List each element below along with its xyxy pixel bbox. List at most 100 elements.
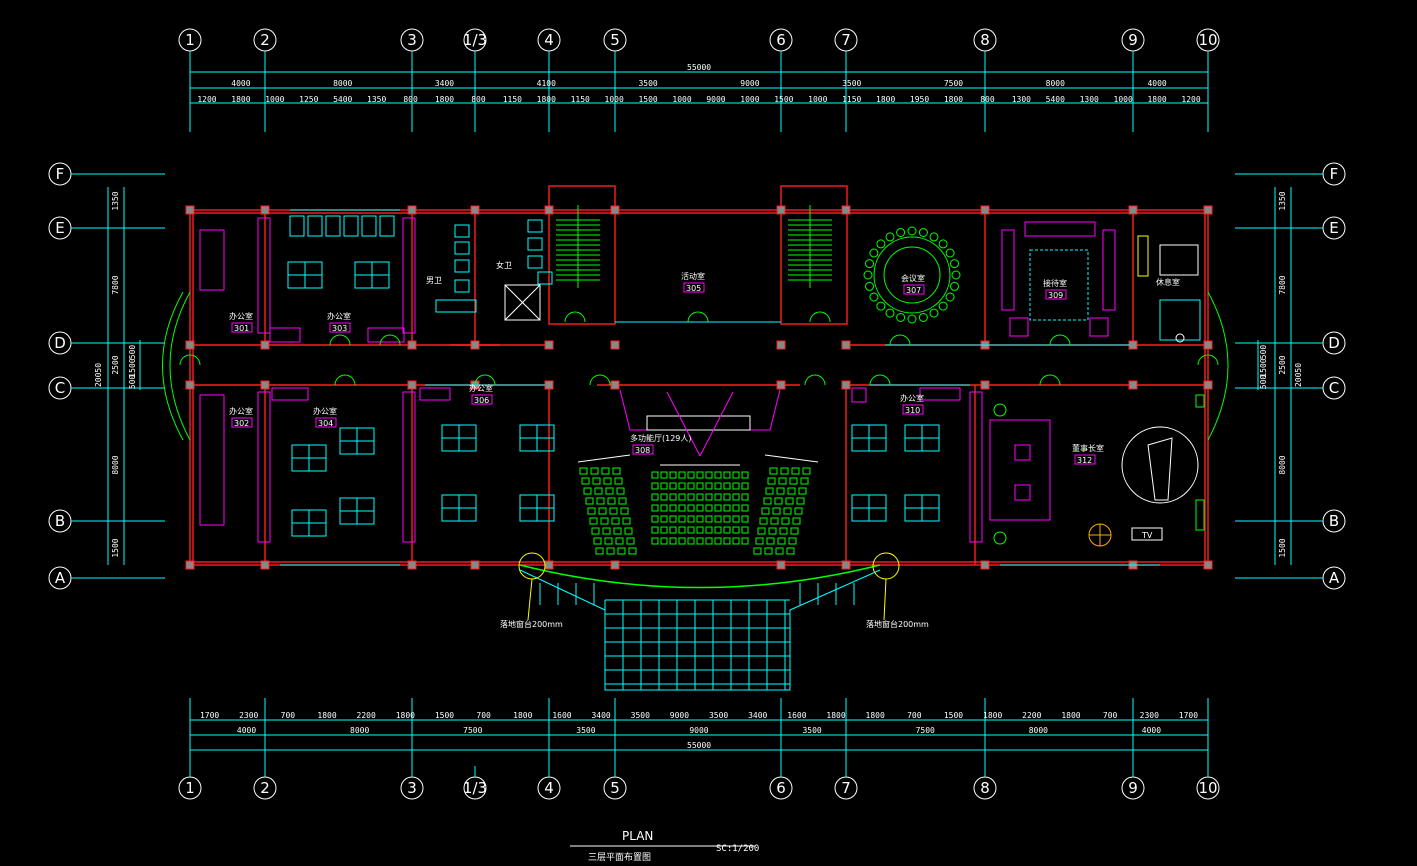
door: [474, 374, 486, 386]
dim-text: 700: [281, 711, 296, 720]
side-axis-label: A: [1329, 569, 1340, 587]
dim-text: 2300: [1140, 711, 1159, 720]
seat: [626, 537, 635, 545]
tv-label: TV: [1141, 531, 1153, 540]
auditorium-seating: [577, 454, 819, 555]
chair: [938, 301, 948, 311]
side-inner-dim: 500: [1259, 345, 1268, 360]
dim-text: 1500: [774, 95, 793, 104]
door: [339, 334, 351, 346]
dim-text: 3500: [576, 726, 595, 735]
seat: [609, 507, 618, 515]
seat: [669, 482, 677, 490]
side-inner-dim: 500: [1259, 375, 1268, 390]
partition-screen: [257, 217, 271, 334]
top-axis-label: 2: [260, 31, 270, 49]
dim-text: 1800: [513, 711, 532, 720]
column: [470, 560, 480, 570]
seat: [687, 493, 695, 501]
seat: [696, 537, 704, 545]
side-dim-text: 1500: [1278, 538, 1287, 557]
dim-text: 9000: [689, 726, 708, 735]
seat: [602, 527, 611, 535]
seat: [600, 517, 609, 525]
seat: [669, 526, 677, 534]
stair-treads: [556, 205, 832, 288]
front-terrace: [518, 552, 900, 691]
column: [776, 380, 786, 390]
dim-text: 4100: [537, 79, 556, 88]
dim-text: 1800: [1147, 95, 1166, 104]
seat: [669, 515, 677, 523]
side-axis-label: A: [55, 569, 66, 587]
bottom-axis-label: 10: [1198, 779, 1217, 797]
door: [1207, 354, 1219, 366]
dim-text: 3500: [638, 79, 657, 88]
seat: [696, 515, 704, 523]
top-axis-label: 5: [610, 31, 620, 49]
toilet: [454, 224, 470, 238]
room-number: 301: [234, 324, 249, 333]
door: [814, 374, 826, 386]
dim-text: 5400: [333, 95, 352, 104]
column: [407, 340, 417, 350]
seat: [741, 471, 749, 479]
seat: [607, 497, 616, 505]
dim-text: 1800: [1061, 711, 1080, 720]
furniture: [419, 387, 451, 401]
toilet: [537, 271, 553, 285]
door: [564, 311, 576, 323]
seat: [741, 482, 749, 490]
dim-text: 4000: [1147, 79, 1166, 88]
side-dim-text: 8000: [111, 455, 120, 474]
column: [185, 560, 195, 570]
dim-text: 1800: [983, 711, 1002, 720]
seat: [802, 467, 811, 475]
top-axis-label: 3: [407, 31, 417, 49]
seat: [660, 537, 668, 545]
side-inner-dim: 1500: [1259, 358, 1268, 377]
plan-title: PLAN: [622, 829, 653, 843]
column: [980, 560, 990, 570]
column: [544, 380, 554, 390]
seat: [732, 515, 740, 523]
toilet: [454, 279, 470, 293]
seat: [660, 482, 668, 490]
toilet-m-label: 男卫: [426, 276, 442, 285]
dim-text: 7500: [463, 726, 482, 735]
dim-text: 3400: [591, 711, 610, 720]
column: [841, 340, 851, 350]
dim-text: 3400: [435, 79, 454, 88]
partition-screen: [402, 391, 416, 543]
room-number: 302: [234, 419, 249, 428]
seat: [798, 487, 807, 495]
seat: [696, 471, 704, 479]
seat: [732, 493, 740, 501]
room-name: 办公室: [469, 383, 493, 393]
seat: [687, 504, 695, 512]
seat: [732, 504, 740, 512]
dim-text: 1500: [638, 95, 657, 104]
door: [329, 334, 341, 346]
seat: [741, 504, 749, 512]
side-total-dim: 20050: [94, 363, 103, 387]
dim-text: 8000: [350, 726, 369, 735]
side-axis-label: B: [55, 512, 65, 530]
side-dim-text: 7800: [111, 275, 120, 294]
top-axis-label: 4: [544, 31, 554, 49]
chair: [950, 281, 960, 291]
door: [1049, 374, 1061, 386]
seat: [687, 482, 695, 490]
seat: [696, 537, 704, 545]
suite-label: 休息室: [1156, 277, 1180, 287]
top-axis-label: 8: [980, 31, 990, 49]
seat: [592, 477, 601, 485]
door: [179, 354, 191, 366]
dim-text: 1700: [200, 711, 219, 720]
furniture: [919, 387, 961, 401]
seat: [779, 527, 788, 535]
seat: [579, 467, 588, 475]
room-number: 312: [1077, 456, 1092, 465]
dim-text: 1000: [808, 95, 827, 104]
